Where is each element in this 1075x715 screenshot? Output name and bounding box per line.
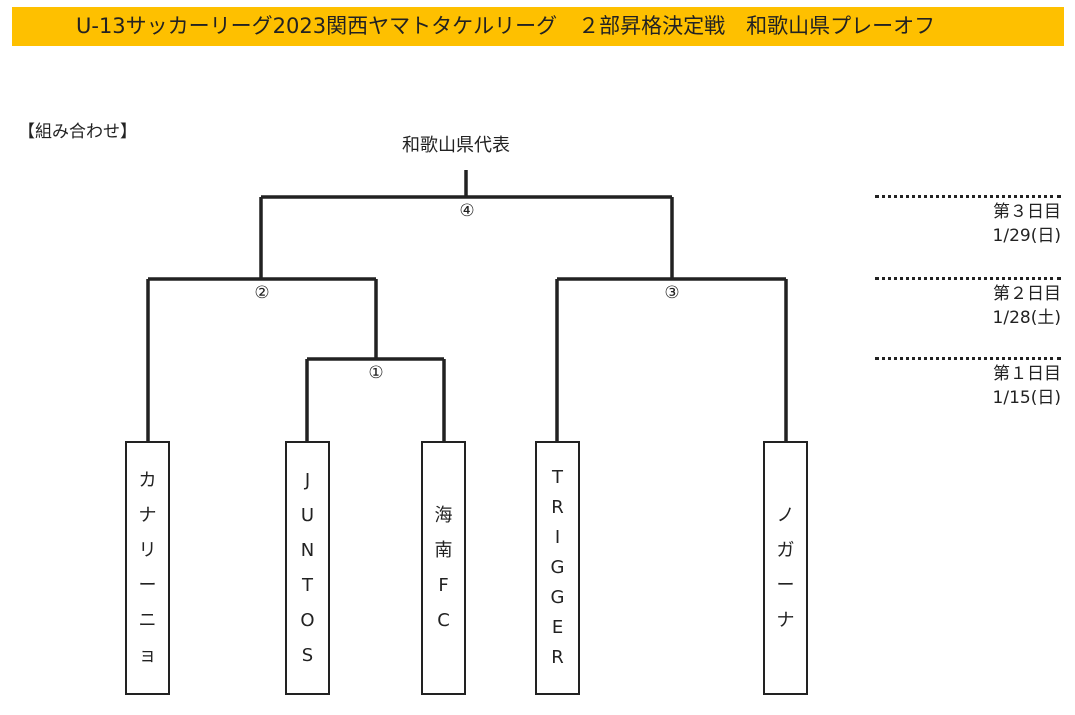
team-char: カ bbox=[138, 470, 157, 491]
team-char: ー bbox=[138, 575, 157, 596]
team-char: ナ bbox=[776, 610, 795, 631]
header-title-bar: U-13サッカーリーグ2023関西ヤマトタケルリーグ ２部昇格決定戦 和歌山県プ… bbox=[12, 7, 1064, 46]
team-char: C bbox=[437, 610, 450, 631]
team-char: F bbox=[438, 575, 449, 596]
team-char: ノ bbox=[776, 505, 795, 526]
schedule-day-label: 第３日目 bbox=[993, 202, 1061, 222]
match-number-1: ① bbox=[363, 363, 389, 383]
match-number-2: ② bbox=[249, 283, 275, 303]
team-box-1: カ ナ リ ー ニ ョ bbox=[125, 441, 170, 695]
team-char: ョ bbox=[138, 645, 157, 666]
team-box-3: 海 南 F C bbox=[421, 441, 466, 695]
team-char: ガ bbox=[776, 540, 795, 561]
page-title: U-13サッカーリーグ2023関西ヤマトタケルリーグ ２部昇格決定戦 和歌山県プ… bbox=[76, 14, 936, 38]
team-char: S bbox=[301, 645, 314, 666]
team-box-2: J U N T O S bbox=[285, 441, 330, 695]
schedule-date: 1/28(土) bbox=[992, 308, 1061, 328]
team-char: G bbox=[550, 587, 565, 608]
team-char: U bbox=[300, 505, 315, 526]
team-char: T bbox=[552, 467, 563, 488]
team-char: R bbox=[551, 497, 564, 518]
team-char: ー bbox=[776, 575, 795, 596]
team-box-4: T R I G G E R bbox=[535, 441, 580, 695]
schedule-day-label: 第２日目 bbox=[993, 284, 1061, 304]
team-char: J bbox=[304, 470, 311, 491]
schedule-day-1: 第１日目 1/15(日) bbox=[875, 357, 1061, 410]
champion-label: 和歌山県代表 bbox=[402, 135, 510, 156]
team-char: I bbox=[554, 527, 561, 548]
section-label: 【組み合わせ】 bbox=[18, 122, 137, 142]
match-number-4: ④ bbox=[454, 201, 480, 221]
team-char: 南 bbox=[434, 540, 453, 561]
schedule-separator bbox=[875, 277, 1061, 280]
team-char: O bbox=[300, 610, 315, 631]
schedule-day-2: 第２日目 1/28(土) bbox=[875, 277, 1061, 330]
team-char: G bbox=[550, 557, 565, 578]
team-char: R bbox=[551, 647, 564, 668]
team-char: 海 bbox=[434, 505, 453, 526]
schedule-day-label: 第１日目 bbox=[993, 364, 1061, 384]
schedule-separator bbox=[875, 357, 1061, 360]
schedule-separator bbox=[875, 195, 1061, 198]
match-number-3: ③ bbox=[659, 283, 685, 303]
team-char: ニ bbox=[138, 610, 157, 631]
schedule-day-3: 第３日目 1/29(日) bbox=[875, 195, 1061, 248]
team-char: N bbox=[300, 540, 315, 561]
team-char: ナ bbox=[138, 505, 157, 526]
team-box-5: ノ ガ ー ナ bbox=[763, 441, 808, 695]
team-char: リ bbox=[138, 540, 157, 561]
schedule-date: 1/29(日) bbox=[992, 226, 1061, 246]
team-char: T bbox=[302, 575, 313, 596]
team-char: E bbox=[551, 617, 564, 638]
schedule-date: 1/15(日) bbox=[992, 388, 1061, 408]
